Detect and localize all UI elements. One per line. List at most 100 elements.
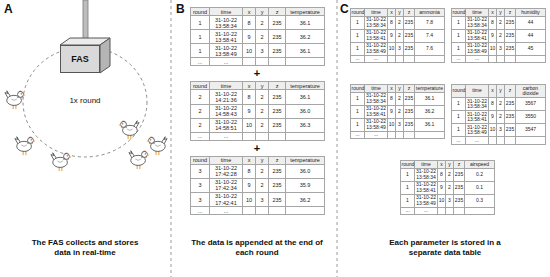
table-cell: ... <box>452 55 466 63</box>
table-cell: 31-10-22 13:58:34 <box>210 16 243 30</box>
table-cell <box>446 207 454 215</box>
table-header-cell: round <box>191 156 210 164</box>
table-cell: 3 <box>191 164 210 178</box>
table-cell: ... <box>351 55 365 63</box>
table-cell: 8 <box>489 16 497 29</box>
table-cell: 10 <box>243 44 256 58</box>
table-cell: 2 <box>497 98 505 111</box>
table-cell: 31-10-22 14:21:36 <box>210 90 243 104</box>
table-header-cell: temperature <box>286 156 325 164</box>
table-cell: 3 <box>497 42 505 55</box>
table-cell: 235 <box>404 29 415 42</box>
table-cell <box>404 131 415 139</box>
table-cell: ... <box>415 207 438 215</box>
table-cell: 235 <box>454 194 465 207</box>
table-cell: 10 <box>438 194 446 207</box>
table-cell: 1 <box>452 29 466 42</box>
table-cell <box>243 207 256 215</box>
table-cell: 45 <box>516 42 546 55</box>
table-cell: 36.1 <box>286 16 325 30</box>
table-cell: 44 <box>516 16 546 29</box>
table-cell: ... <box>191 132 210 140</box>
data-table: roundtimexyztemperature231-10-22 14:21:3… <box>190 81 325 140</box>
data-table: roundtimexyztemperature131-10-22 13:58:3… <box>190 7 325 66</box>
table-header-cell: x <box>438 161 446 169</box>
sensor-label: FAS <box>71 54 89 64</box>
table-cell: 8 <box>243 90 256 104</box>
table-cell <box>404 55 415 63</box>
fas-side-face <box>100 38 110 73</box>
table-cell <box>438 207 446 215</box>
table-header-cell: airspeed <box>465 161 495 169</box>
table-cell: 31-10-22 13:58:41 <box>466 111 489 124</box>
chicken <box>5 91 26 110</box>
table-header-cell: round <box>191 82 210 90</box>
table-cell: 1 <box>452 16 466 29</box>
table-cell: 36.0 <box>286 164 325 178</box>
table-header-cell: round <box>401 161 415 169</box>
table-cell: 31-10-22 13:58:41 <box>365 29 388 42</box>
table-cell: 235 <box>404 105 415 118</box>
table-cell: 36.1 <box>286 90 325 104</box>
table-cell: ... <box>210 207 243 215</box>
table-cell: 31-10-22 13:58:41 <box>210 30 243 44</box>
table-cell: 9 <box>489 111 497 124</box>
table-cell <box>256 58 269 66</box>
table-cell: 0.3 <box>465 194 495 207</box>
table-cell: 36.1 <box>415 92 445 105</box>
table-header-cell: y <box>446 161 454 169</box>
table-cell: 1 <box>351 92 365 105</box>
table-header-cell: y <box>396 9 404 17</box>
table-cell: 31-10-22 13:58:49 <box>210 44 243 58</box>
chicken <box>51 153 72 172</box>
table-cell: 31-10-22 13:58:49 <box>466 42 489 55</box>
table-header-cell: round <box>191 8 210 16</box>
table-cell: 10 <box>489 124 497 137</box>
table-cell: 235 <box>505 98 516 111</box>
table-header-cell: time <box>365 9 388 17</box>
table-cell <box>415 131 445 139</box>
table-cell: 235 <box>269 90 286 104</box>
table-cell: 9 <box>489 29 497 42</box>
table-cell: 2 <box>446 181 454 194</box>
table-cell: 36.3 <box>286 118 325 132</box>
table-cell: 31-10-22 13:58:34 <box>365 92 388 105</box>
table-cell: 2 <box>396 92 404 105</box>
table-header-cell: y <box>256 156 269 164</box>
table-cell: ... <box>351 131 365 139</box>
table-cell: 1 <box>452 111 466 124</box>
table-header-cell: y <box>497 85 505 98</box>
table-cell: 235 <box>505 111 516 124</box>
table-cell: 7.4 <box>415 29 445 42</box>
table-header-cell: ammonia <box>415 9 445 17</box>
table-cell: 31-10-22 13:58:49 <box>466 124 489 137</box>
sensor-box: FAS <box>60 45 100 73</box>
table-cell: 31-10-22 13:58:49 <box>365 118 388 131</box>
panel-letter: C <box>340 3 349 15</box>
table-cell: 3 <box>256 44 269 58</box>
table-cell: 235 <box>505 124 516 137</box>
data-table: roundtimexyzairspeed131-10-22 13:58:3482… <box>400 160 495 215</box>
table-cell: 10 <box>243 118 256 132</box>
table-cell: ... <box>466 137 489 145</box>
table-header-cell: time <box>210 82 243 90</box>
table-header-cell: time <box>210 156 243 164</box>
table-cell <box>388 131 396 139</box>
table-cell: 31-10-22 13:58:34 <box>415 168 438 181</box>
table-cell <box>465 207 495 215</box>
table-cell: 2 <box>396 16 404 29</box>
table-cell <box>489 137 497 145</box>
table-cell: 3547 <box>516 124 546 137</box>
table-cell: 235 <box>404 92 415 105</box>
table-cell: 3 <box>191 178 210 192</box>
table-cell: 2 <box>396 105 404 118</box>
table-cell <box>505 137 516 145</box>
table-header-cell: time <box>466 9 489 17</box>
table-cell: 3 <box>396 42 404 55</box>
table-cell: 2 <box>497 29 505 42</box>
table-cell: 10 <box>243 192 256 206</box>
table-header-cell: y <box>396 85 404 93</box>
table-cell: 31-10-22 13:58:41 <box>365 105 388 118</box>
table-header-cell: z <box>505 9 516 17</box>
table-cell <box>415 55 445 63</box>
